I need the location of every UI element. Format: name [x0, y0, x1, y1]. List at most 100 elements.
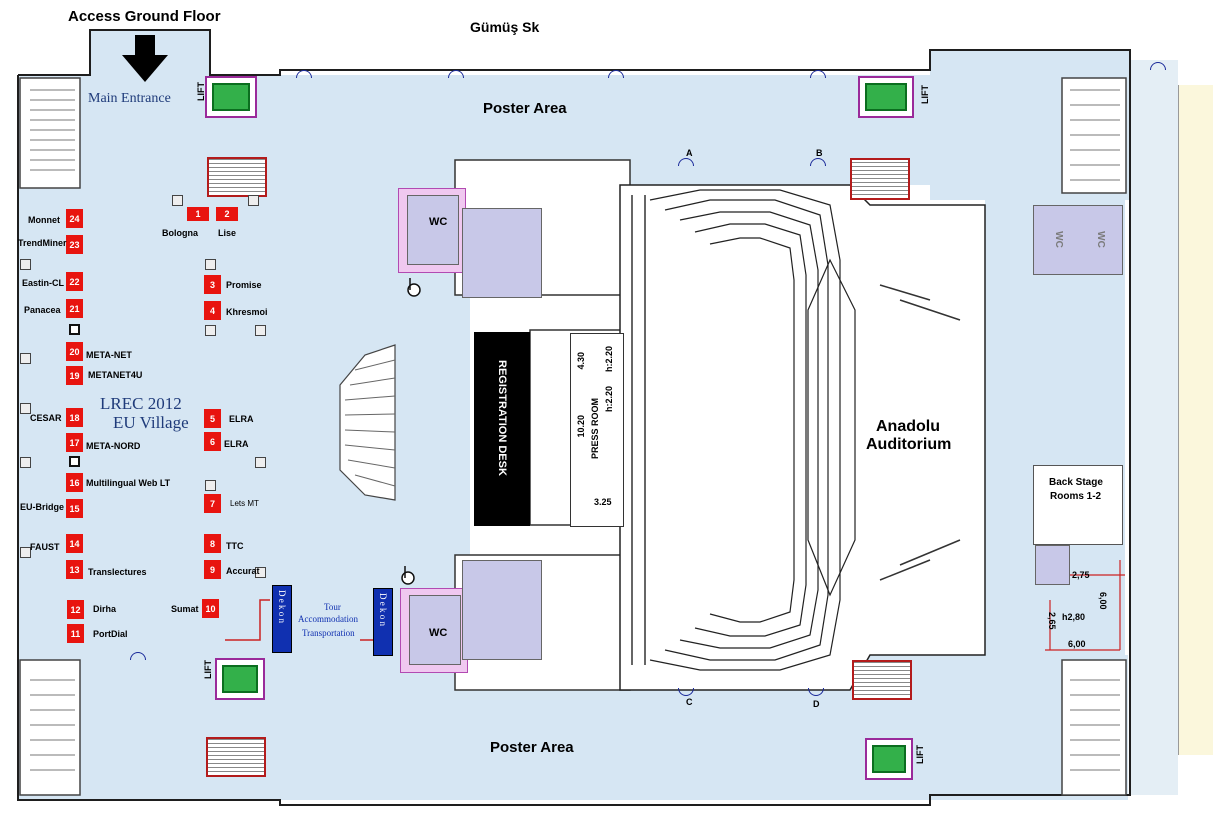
- booth-number: 11: [67, 624, 84, 643]
- booth-name: Lise: [218, 228, 237, 238]
- lift-top-left: [205, 76, 257, 118]
- stairs-bottom-right: [852, 660, 912, 700]
- booth-number: 9: [204, 560, 221, 579]
- booth-number: 14: [66, 534, 83, 553]
- backstage-label-1: Back Stage: [1049, 477, 1103, 488]
- lift-bottom-right-label: LIFT: [915, 745, 925, 764]
- booth-number: 1: [187, 207, 209, 221]
- pillar: [20, 353, 31, 364]
- door-b-label: B: [816, 148, 823, 158]
- dekon-service-3: Transportation: [302, 628, 355, 638]
- right-building-edge: [1130, 60, 1178, 795]
- dekon-right: D e k o n: [373, 588, 393, 656]
- booth-number: 10: [202, 599, 219, 618]
- wc-top-inner: [407, 195, 459, 265]
- dim-600-horizontal: 6,00: [1068, 639, 1086, 649]
- lift-top-right-label: LIFT: [920, 85, 930, 104]
- dekon-left-label: D e k o n: [277, 590, 287, 623]
- booth-number: 7: [204, 494, 221, 513]
- pillar: [20, 403, 31, 414]
- booth-number: 21: [66, 299, 83, 318]
- pillar: [172, 195, 183, 206]
- wc-right-label-2: WC: [1094, 231, 1106, 248]
- pillar: [248, 195, 259, 206]
- wc-bottom-inner: [409, 595, 461, 665]
- wheelchair-icon: [401, 278, 421, 585]
- booth-name: Multilingual Web LT: [86, 478, 171, 488]
- booth-number: 5: [204, 409, 221, 428]
- booth-number: 8: [204, 534, 221, 553]
- booth-number: 6: [204, 432, 221, 451]
- pillar: [69, 324, 80, 335]
- dim-h220-b: h:2.20: [604, 386, 614, 413]
- dim-1020: 10.20: [576, 415, 586, 438]
- booth-name: META-NORD: [86, 441, 141, 451]
- registration-desk-label: REGISTRATION DESK: [496, 360, 508, 476]
- auditorium-label-2: Auditorium: [866, 436, 952, 453]
- booth-name: Translectures: [88, 567, 147, 577]
- dekon-left: D e k o n: [272, 585, 292, 653]
- booth-name: CESAR: [30, 413, 62, 423]
- door-a-label: A: [686, 148, 693, 158]
- pillar: [20, 259, 31, 270]
- backstage-room: [1033, 465, 1123, 545]
- booth-number: 24: [66, 209, 83, 228]
- dim-265: 2,65: [1047, 612, 1057, 630]
- booth-number: 18: [66, 408, 83, 427]
- pillar: [255, 325, 266, 336]
- booth-name: ELRA: [229, 414, 254, 424]
- booth-number: 20: [66, 342, 83, 361]
- eu-village-label-2: EU Village: [113, 413, 189, 432]
- stairs-bottom-left: [206, 737, 266, 777]
- dim-275: 2,75: [1072, 570, 1090, 580]
- booth-name: Lets MT: [230, 499, 259, 508]
- stairs-top-left: [207, 157, 267, 197]
- dekon-service-1: Tour: [324, 602, 341, 612]
- registration-desk: REGISTRATION DESK: [474, 332, 530, 526]
- booth-number: 16: [66, 473, 83, 492]
- press-room-label: PRESS ROOM: [590, 398, 600, 460]
- booth-name: ELRA: [224, 439, 249, 449]
- booth-name: Accurat: [226, 566, 260, 576]
- booth-name: Khresmoi: [226, 307, 268, 317]
- dim-h280: h2,80: [1062, 612, 1086, 622]
- street-label: Gümüş Sk: [470, 19, 540, 35]
- pillar: [205, 480, 216, 491]
- wc-bottom: WC: [400, 588, 468, 673]
- booth-name: PortDial: [93, 629, 128, 639]
- door-d-label: D: [813, 699, 820, 709]
- booth-number: 17: [66, 433, 83, 452]
- booth-number: 13: [66, 560, 83, 579]
- door-c-label: C: [686, 697, 693, 707]
- booth-number: 22: [66, 272, 83, 291]
- right-outer-strip: [1178, 85, 1213, 755]
- wc-top: WC: [398, 188, 466, 273]
- pillar: [205, 259, 216, 270]
- poster-area-top-label: Poster Area: [483, 100, 567, 117]
- poster-area-bottom-label: Poster Area: [490, 739, 574, 756]
- wc-right-label-1: WC: [1052, 231, 1064, 248]
- booth-name: META-NET: [86, 350, 132, 360]
- booth-number: 4: [204, 301, 221, 320]
- booth-number: 19: [66, 366, 83, 385]
- entrance-arrow-icon: [122, 35, 168, 82]
- booth-name: TrendMiner: [18, 238, 67, 248]
- lift-bottom-right: [865, 738, 913, 780]
- booth-name: Panacea: [24, 305, 61, 315]
- booth-number: 3: [204, 275, 221, 294]
- backstage-wc: [1035, 545, 1070, 585]
- wc-top-label: WC: [429, 216, 448, 228]
- booth-number: 2: [216, 207, 238, 221]
- pillar: [255, 567, 266, 578]
- wc-bottom-label: WC: [429, 627, 448, 639]
- booth-name: Sumat: [171, 604, 199, 614]
- lift-bottom-left: [215, 658, 265, 700]
- booth-number: 23: [66, 235, 83, 254]
- lift-top-left-label: LIFT: [196, 82, 206, 101]
- wc-top-stalls: [462, 208, 542, 298]
- dekon-right-label: D e k o n: [378, 593, 388, 626]
- booth-name: METANET4U: [88, 370, 143, 380]
- dekon-service-2: Accommodation: [298, 614, 358, 624]
- auditorium-label-1: Anadolu: [876, 418, 940, 435]
- pillar: [69, 456, 80, 467]
